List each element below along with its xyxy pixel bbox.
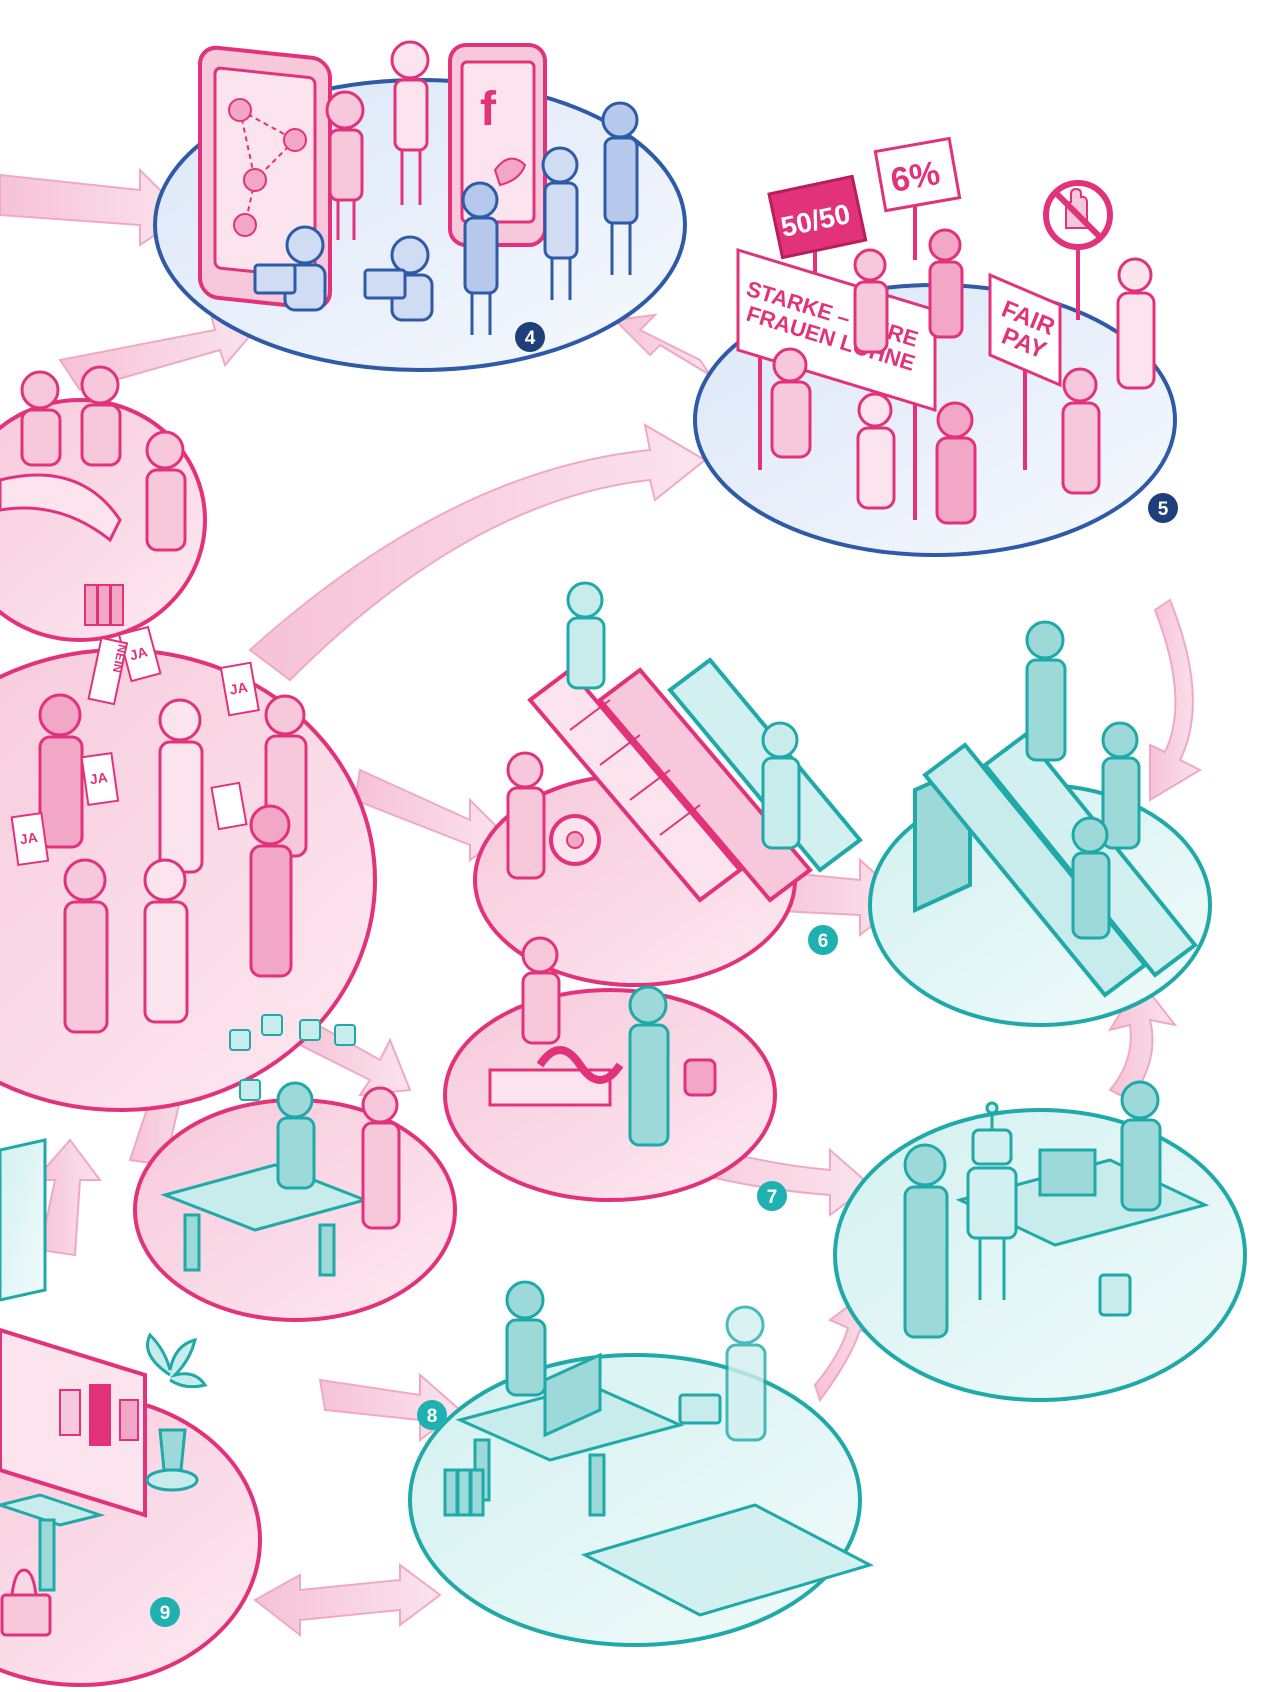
laptop-icon	[680, 1395, 720, 1423]
svg-text:9: 9	[160, 1603, 171, 1624]
platform-6: 6	[475, 583, 860, 985]
badge-5: 5	[1148, 493, 1178, 523]
arrow-5-to-4	[615, 315, 710, 375]
svg-text:JA: JA	[228, 679, 248, 698]
platform-meeting	[0, 367, 205, 640]
sign-stop	[1046, 183, 1110, 320]
binders	[445, 1470, 483, 1515]
facebook-icon: f	[480, 83, 497, 136]
svg-text:5: 5	[1158, 499, 1169, 520]
trash-bin	[1100, 1275, 1130, 1315]
svg-text:6: 6	[818, 931, 829, 952]
binders	[85, 585, 123, 625]
smartphone-social: f	[450, 45, 545, 245]
platform-teal-escalator	[870, 622, 1210, 1025]
badge-4: 4	[515, 322, 545, 352]
svg-text:7: 7	[767, 1187, 778, 1208]
platform-9: 9	[0, 1330, 260, 1685]
arrow-5-to-right-up	[1150, 600, 1200, 800]
platform-left-teal	[0, 1140, 45, 1300]
badge-8: 8	[417, 1400, 447, 1430]
platform-5: 50/50 6% STARKE – FAIRE FRAUEN LÖHNE FAI…	[695, 139, 1178, 555]
svg-text:8: 8	[427, 1406, 438, 1427]
platform-7: 7	[757, 1082, 1245, 1400]
badge-7: 7	[757, 1181, 787, 1211]
platform-8: 8	[410, 1282, 870, 1645]
badge-9: 9	[150, 1597, 180, 1627]
svg-text:4: 4	[525, 328, 536, 349]
platform-4: f	[155, 42, 685, 370]
chair	[685, 1060, 715, 1095]
badge-6: 6	[808, 925, 838, 955]
svg-text:JA: JA	[19, 829, 39, 847]
svg-text:JA: JA	[89, 769, 109, 787]
arrow-to-5	[250, 425, 705, 680]
arrow-9-to-8-double	[255, 1565, 440, 1635]
